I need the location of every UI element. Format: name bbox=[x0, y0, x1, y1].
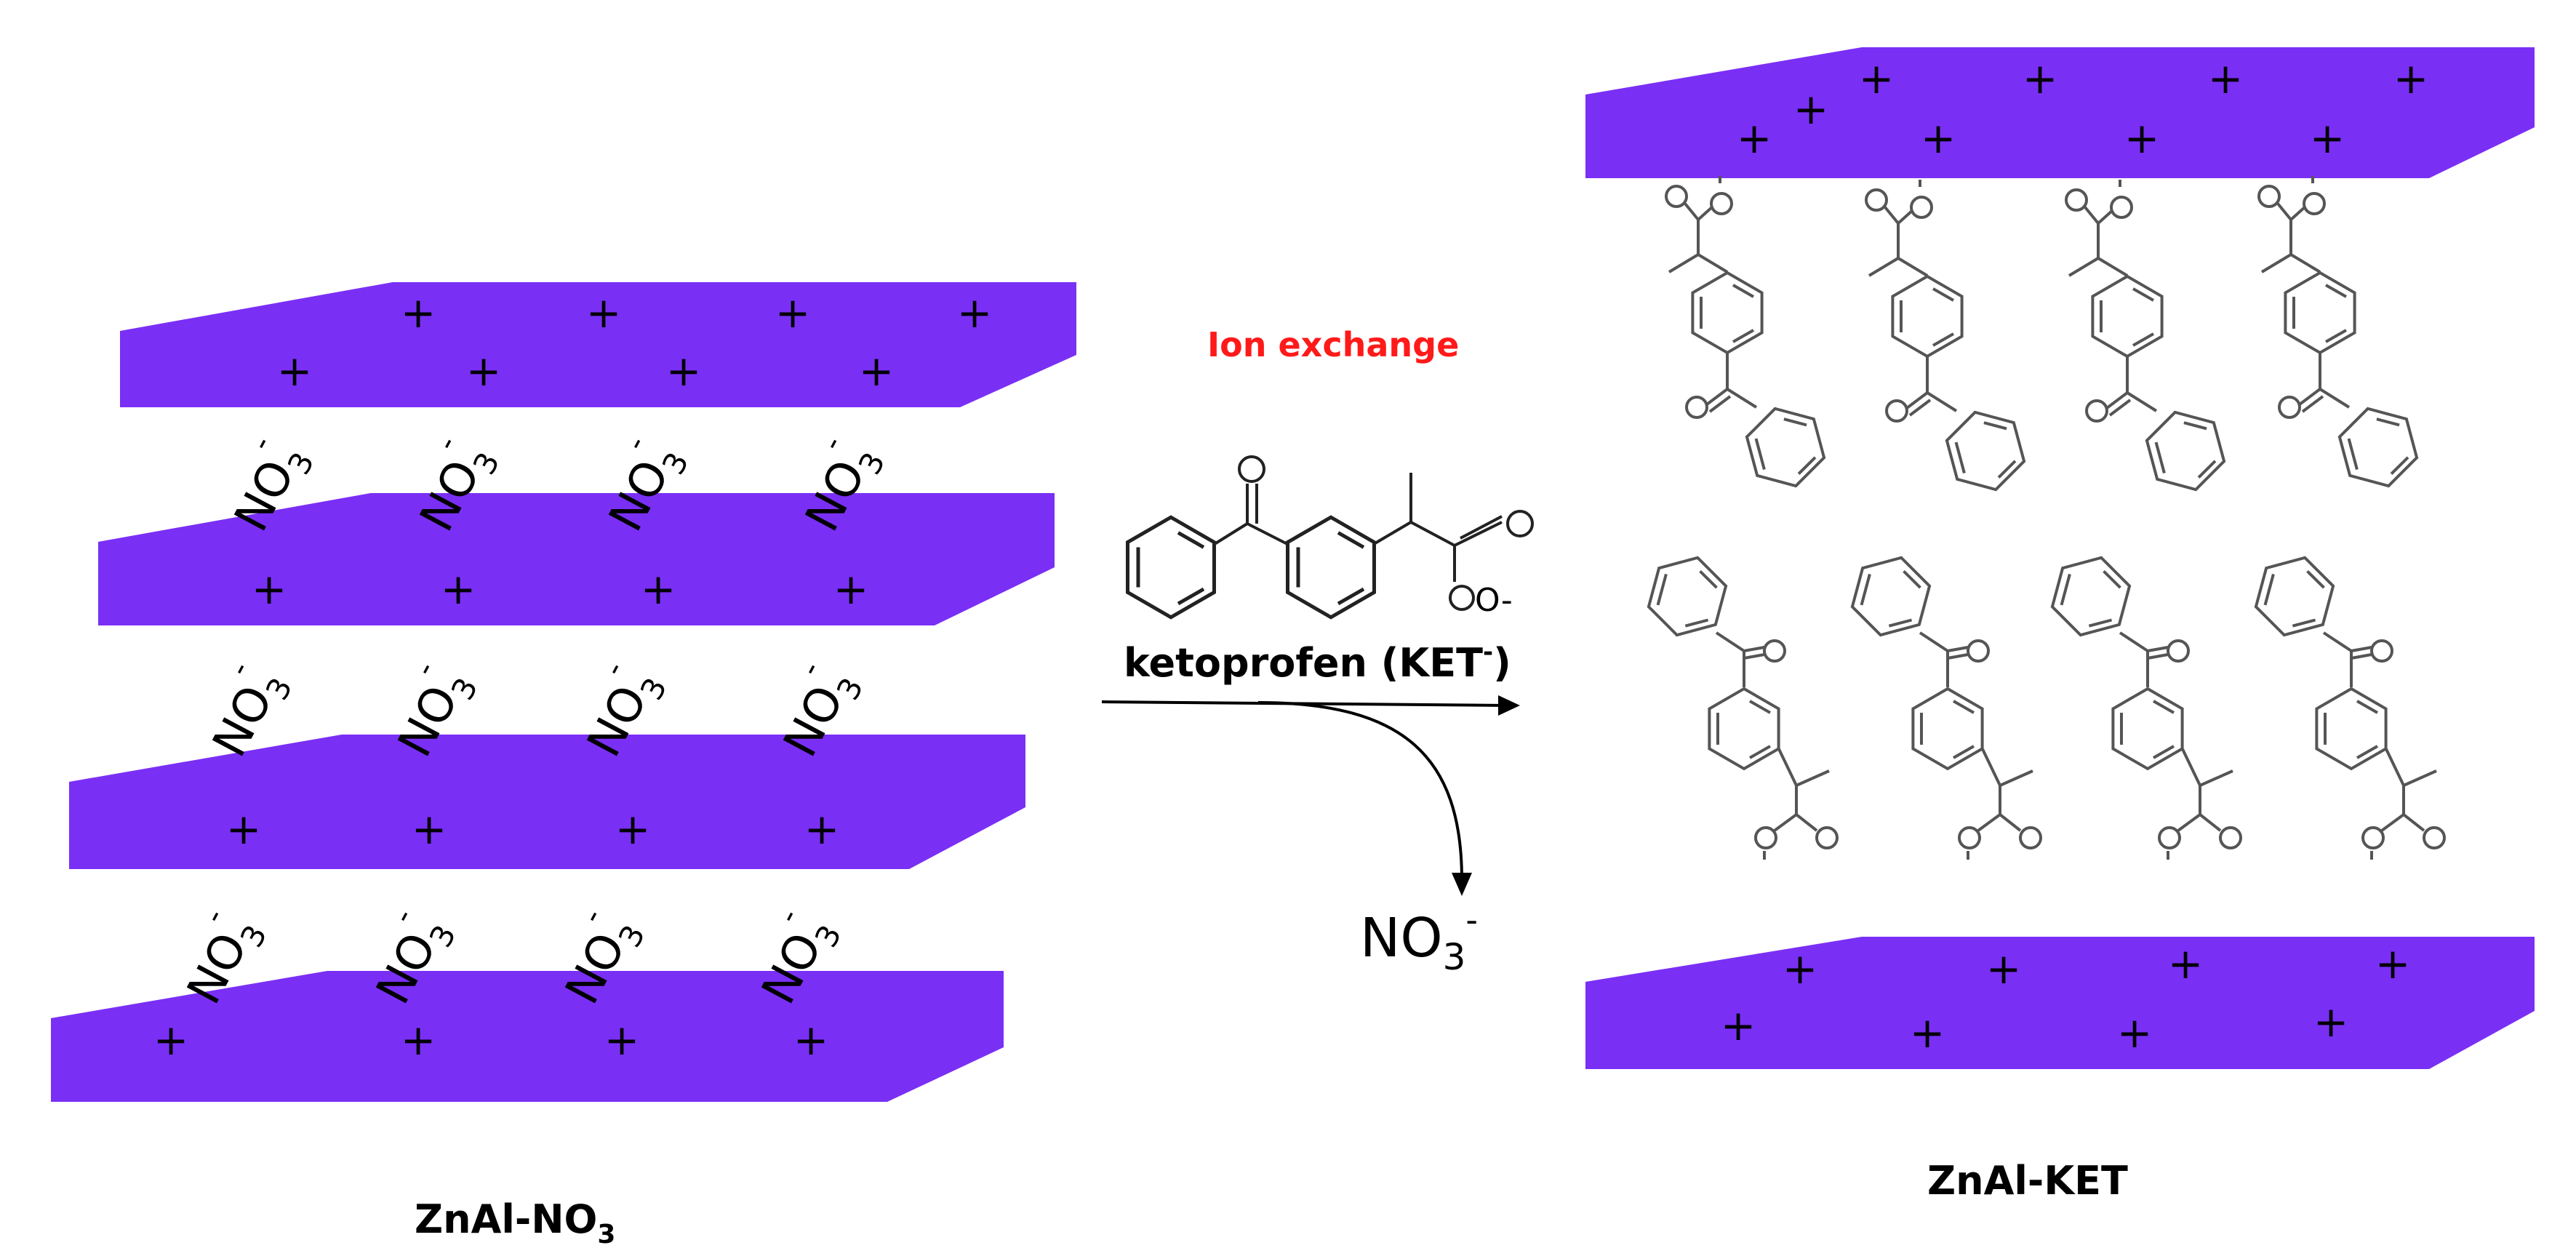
release-arrow-head bbox=[1452, 873, 1472, 896]
plus-charge: + bbox=[252, 564, 287, 614]
plus-charge: + bbox=[153, 1015, 189, 1065]
plus-charge: + bbox=[1986, 944, 2022, 993]
released-nitrate: NO3- bbox=[1360, 900, 1478, 978]
right-ldh-stack: + + + + + + + + + + + + + + + + + bbox=[1585, 47, 2535, 1204]
plus-charge: + bbox=[2393, 54, 2429, 103]
plus-charge: + bbox=[604, 1015, 640, 1065]
plus-charge: + bbox=[666, 346, 702, 396]
plus-charge: + bbox=[641, 564, 676, 614]
plus-charge: + bbox=[775, 288, 811, 337]
plus-charge: + bbox=[1721, 1001, 1756, 1050]
ldh-layer bbox=[98, 493, 1055, 625]
plus-charge: + bbox=[401, 1015, 436, 1065]
plus-charge: + bbox=[2313, 997, 2349, 1047]
plus-charge: + bbox=[804, 804, 840, 854]
arrow-head bbox=[1498, 695, 1520, 716]
plus-charge: + bbox=[2117, 1008, 2153, 1057]
plus-charge: + bbox=[2310, 113, 2345, 163]
intercalated-ketoprofen bbox=[1644, 176, 2444, 860]
plus-charge: + bbox=[441, 564, 476, 614]
ldh-layer bbox=[69, 735, 1025, 869]
ketoprofen-structure bbox=[1128, 455, 1534, 617]
plus-charge: + bbox=[226, 804, 262, 854]
reaction-section: Ion exchange O- ketoprofen (KET-) bbox=[1101, 325, 1534, 978]
plus-charge: + bbox=[412, 804, 447, 854]
plus-charge: + bbox=[833, 564, 869, 614]
plus-charge: + bbox=[859, 346, 895, 396]
right-caption: ZnAl-KET bbox=[1927, 1158, 2128, 1204]
plus-charge: + bbox=[615, 804, 651, 854]
ldh-layer bbox=[120, 282, 1076, 407]
plus-charge: + bbox=[1921, 113, 1956, 163]
plus-charge: + bbox=[1859, 54, 1895, 103]
ldh-layer bbox=[1585, 47, 2535, 178]
ldh-layer bbox=[51, 971, 1004, 1102]
ldh-layer bbox=[1585, 937, 2535, 1069]
plus-charge: + bbox=[277, 346, 313, 396]
plus-charge: + bbox=[793, 1015, 829, 1065]
plus-charge: + bbox=[1793, 84, 1829, 134]
reagent-label: ketoprofen (KET-) bbox=[1124, 638, 1511, 686]
release-arrow bbox=[1257, 701, 1463, 881]
plus-charge: + bbox=[586, 288, 622, 337]
left-caption: ZnAl-NO3 bbox=[415, 1196, 615, 1249]
plus-charge: + bbox=[2124, 113, 2160, 163]
plus-charge: + bbox=[2208, 54, 2244, 103]
reaction-label: Ion exchange bbox=[1207, 325, 1459, 364]
plus-charge: + bbox=[1783, 944, 1818, 993]
plus-charge: + bbox=[957, 288, 993, 337]
plus-charge: + bbox=[1910, 1008, 1945, 1057]
plus-charge: + bbox=[401, 288, 436, 337]
left-ldh-stack: + + + + + + + + + + + + + + + + + + + + … bbox=[51, 282, 1076, 1249]
plus-charge: + bbox=[2375, 939, 2411, 988]
plus-charge: + bbox=[466, 346, 502, 396]
plus-charge: + bbox=[2168, 939, 2204, 988]
layer-charges: + + + + + + + + + + + + + + + + + + + + bbox=[153, 288, 993, 1065]
layer-charges-right: + + + + + + + + + + + + + + + + + bbox=[1721, 54, 2429, 1057]
carboxylate-charge: O- bbox=[1475, 582, 1513, 619]
plus-charge: + bbox=[2023, 54, 2058, 103]
plus-charge: + bbox=[1737, 113, 1772, 163]
